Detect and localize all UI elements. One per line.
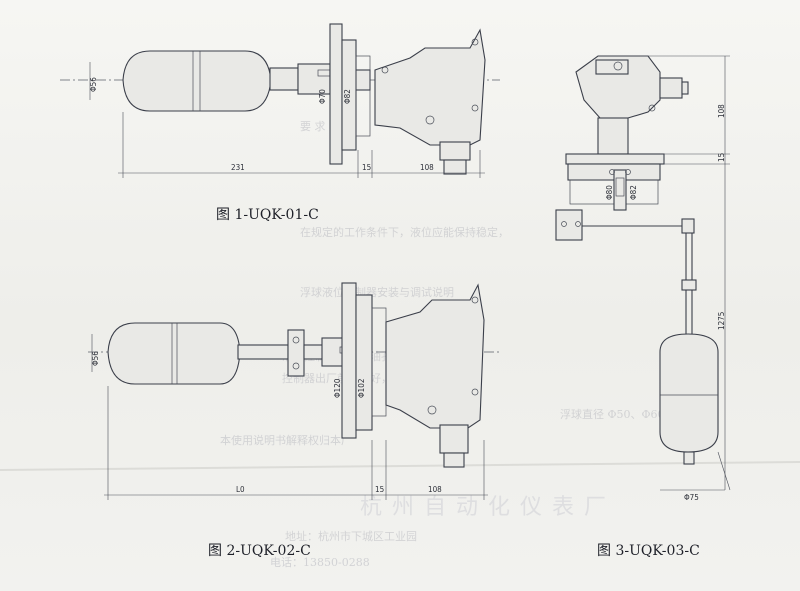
paper-fold: [0, 461, 800, 471]
flange-1: [329, 23, 343, 165]
dim-height-3: 108: [717, 104, 726, 118]
svg-text:在规定的工作条件下，液位应能保持稳定，: 在规定的工作条件下，液位应能保持稳定，: [300, 225, 509, 239]
dim-float-dia-1: Φ56: [89, 77, 98, 92]
flange-2: [341, 282, 357, 439]
caption-figure-1: 图 1-UQK-01-C: [216, 207, 319, 223]
figure-1: Φ56 Φ70 Φ82 231 15 108 图 1-UQK-01-C: [60, 23, 500, 223]
float-ball-3: [659, 333, 719, 453]
float-ball-1: [122, 50, 272, 112]
dim-rod-3: 1275: [717, 312, 726, 330]
dim-float-dia-2: Φ56: [91, 351, 100, 366]
dim-length-1: 231: [231, 163, 245, 172]
svg-text:本使用说明书解释权归本厂: 本使用说明书解释权归本厂: [220, 433, 352, 447]
svg-text:电话：13850-0288: 电话：13850-0288: [270, 556, 370, 569]
svg-text:地址：杭州市下城区工业园: 地址：杭州市下城区工业园: [285, 529, 417, 543]
dim-bore-b-1: Φ82: [343, 89, 352, 104]
dim-float-dia-3: Φ75: [684, 493, 699, 502]
switch-housing-1: [374, 28, 486, 146]
dim-gap-2: 15: [375, 485, 384, 494]
dim-bore-b-3: Φ82: [629, 185, 638, 200]
dim-bore-a-2: Φ120: [333, 378, 342, 398]
switch-housing-2: [385, 283, 485, 429]
svg-text:要 求: 要 求: [300, 120, 326, 133]
dim-gap-1: 15: [362, 163, 371, 172]
dim-housing-1: 108: [420, 163, 434, 172]
dim-housing-2: 108: [428, 485, 442, 494]
dim-bore-a-3: Φ80: [605, 185, 614, 200]
svg-text:杭州自动化仪表厂: 杭州自动化仪表厂: [360, 495, 616, 520]
figure-2: Φ56 Φ120 Φ102 L0 15 108 图 2-UQK-02-C: [88, 282, 500, 559]
svg-text:浮球液位控制器安装与调试说明: 浮球液位控制器安装与调试说明: [300, 285, 454, 299]
dim-bore-b-2: Φ102: [357, 379, 366, 398]
dim-length-2: L0: [236, 485, 245, 494]
figure-3: 108 15 1275 Φ80 Φ82 Φ75 图 3-UQK-03-C: [555, 55, 731, 559]
svg-text:浮球直径 Φ50、Φ60 两种: 浮球直径 Φ50、Φ60 两种: [560, 407, 690, 421]
float-ball-2: [107, 322, 241, 385]
dim-gap-3: 15: [717, 153, 726, 162]
clamp-3: [555, 209, 583, 241]
caption-figure-3: 图 3-UQK-03-C: [597, 543, 700, 559]
dim-bore-a-1: Φ70: [318, 89, 327, 104]
flange-3: [565, 153, 665, 165]
caption-figure-2: 图 2-UQK-02-C: [208, 543, 311, 559]
